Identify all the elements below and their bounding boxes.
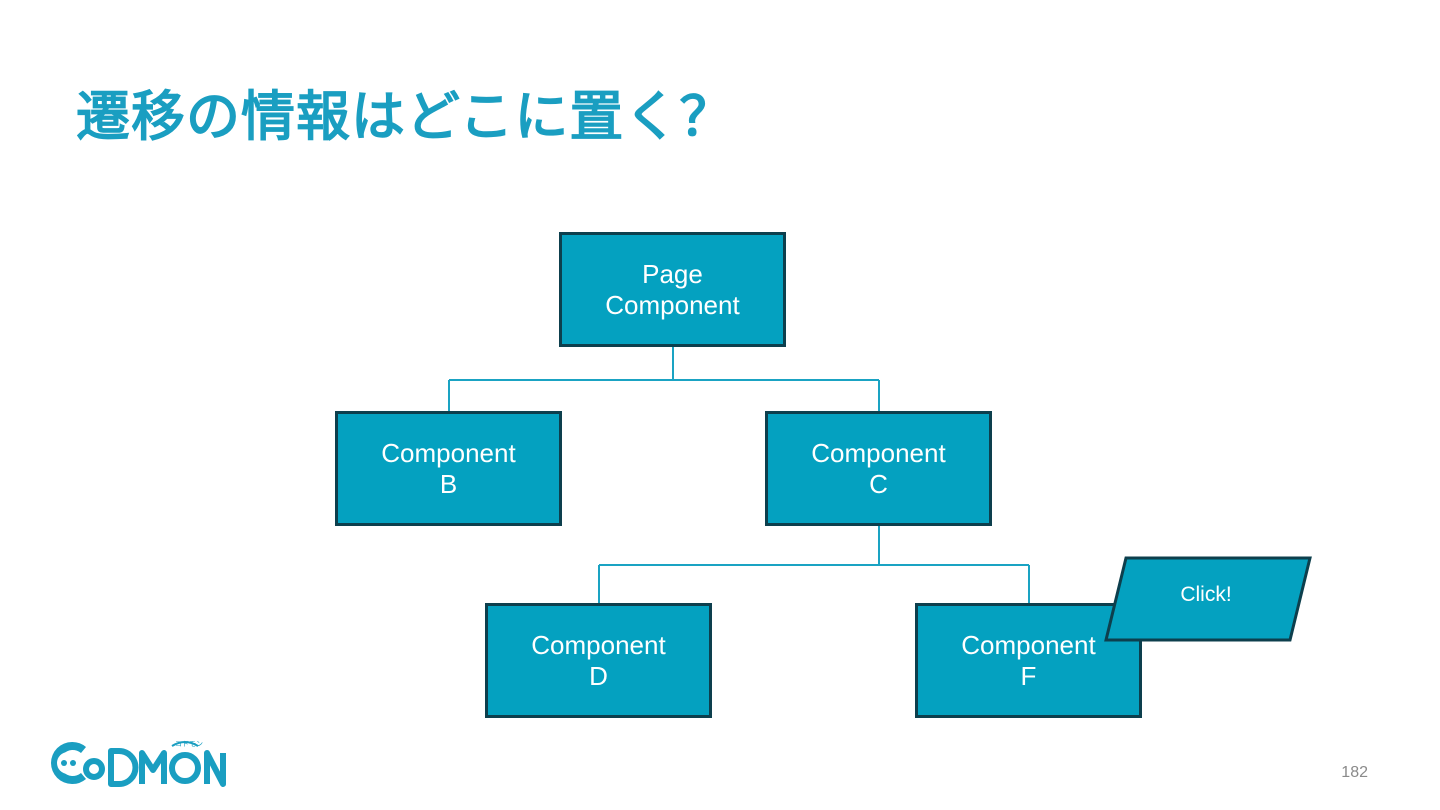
node-label-line1: Component (381, 437, 516, 468)
component-b-box: Component B (335, 411, 562, 526)
component-d-box: Component D (485, 603, 712, 718)
page-component-box: Page Component (559, 232, 786, 347)
component-f-box: Component F (915, 603, 1142, 718)
node-label-line2: F (1020, 660, 1037, 691)
click-callout-label: Click! (1180, 583, 1232, 606)
component-c-box: Component C (765, 411, 992, 526)
codmon-logo: コドモン (51, 740, 226, 787)
page-number: 182 (1341, 764, 1368, 781)
click-callout-shape (1104, 556, 1312, 642)
logo-kana: コドモン (175, 740, 203, 748)
node-label-line1: Page (642, 258, 703, 289)
node-label-line2: Component (605, 289, 740, 320)
node-label-line2: C (869, 468, 888, 499)
node-label-line1: Component (531, 629, 666, 660)
slide-title: 遷移の情報はどこに置く？ (76, 85, 735, 148)
node-label-line1: Component (961, 629, 1096, 660)
node-label-line2: B (439, 468, 458, 499)
node-label-line1: Component (811, 437, 946, 468)
node-label-line2: D (589, 660, 608, 691)
